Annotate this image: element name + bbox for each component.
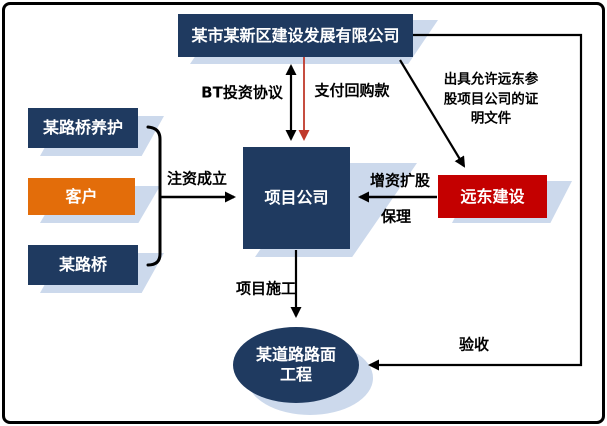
edge-label-acceptance: 验收 (458, 335, 490, 354)
node-road-project: 某道路路面 工程 (233, 327, 359, 403)
node-top-company: 某市某新区建设发展有限公司 (178, 14, 413, 57)
node-customer: 客户 (28, 178, 135, 215)
node-customer-label: 客户 (65, 186, 98, 206)
node-top-company-label: 某市某新区建设发展有限公司 (191, 25, 400, 45)
node-yuandong: 远东建设 (438, 175, 547, 218)
edge-label-increase-shares: 增资扩股 (369, 171, 431, 190)
node-project-company: 项目公司 (243, 147, 350, 249)
arrow-certificate (399, 59, 466, 168)
edge-label-inject-capital: 注资成立 (166, 169, 228, 188)
node-project-company-label: 项目公司 (264, 188, 329, 207)
edge-label-bt-agreement: BT投资协议 (201, 83, 283, 102)
node-road-project-line1: 某道路路面 (255, 345, 336, 364)
edge-label-certificate: 出具允许远东参股项目公司的证明文件 (443, 71, 539, 127)
node-maintenance: 某路桥养护 (28, 108, 138, 148)
edge-label-pay-buyback: 支付回购款 (314, 81, 390, 100)
node-yuandong-label: 远东建设 (460, 186, 525, 206)
edge-label-factoring: 保理 (380, 207, 412, 226)
edge-label-construction: 项目施工 (235, 279, 297, 298)
node-luqiao-label: 某路桥 (58, 255, 107, 274)
node-luqiao: 某路桥 (28, 245, 138, 285)
node-maintenance-label: 某路桥养护 (42, 118, 123, 137)
node-road-project-line2: 工程 (279, 365, 312, 384)
arrow-acceptance (368, 33, 583, 371)
bracket-left-group (146, 125, 162, 267)
